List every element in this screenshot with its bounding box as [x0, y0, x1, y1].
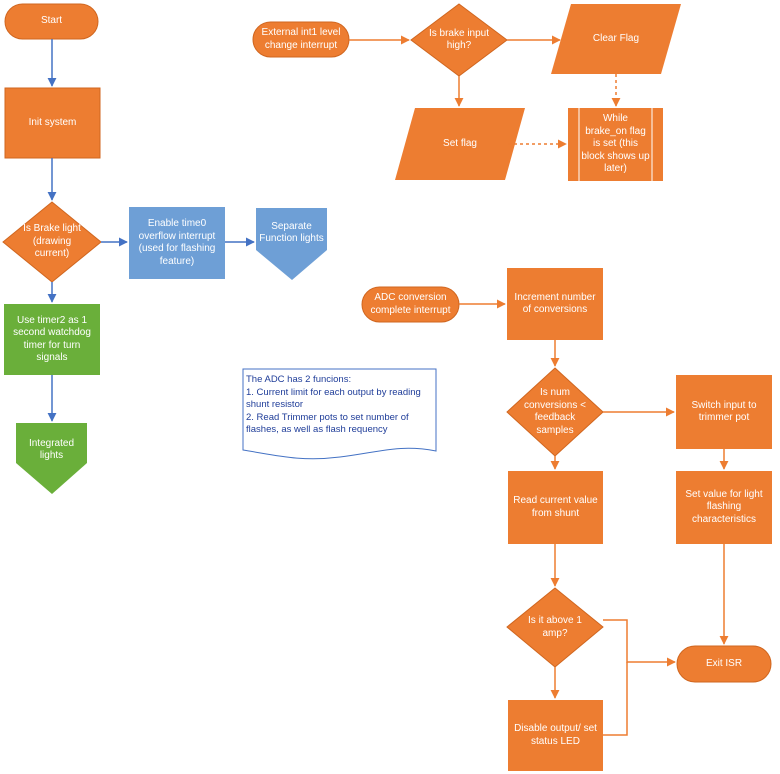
exit-isr-label: Exit ISR	[705, 657, 743, 669]
enable-time0-shape	[129, 207, 225, 279]
clear-flag-data-shape	[551, 4, 681, 74]
set-flag-data-shape	[395, 108, 525, 180]
arrow-disable-to-exit	[603, 662, 628, 736]
is-brake-input-high-label: Is brake input high?	[428, 27, 490, 52]
exit-isr-terminator-shape	[676, 645, 772, 683]
is-above-1-amp-label: Is it above 1 amp?	[528, 615, 582, 639]
set-value-shape	[676, 471, 772, 544]
while-brake-on-label: While brake_on flag is set (this block s…	[581, 113, 650, 175]
enable-time0-label: Enable time0 overflow interrupt (used fo…	[138, 218, 216, 267]
is-num-conversions-label: Is num conversions < feedback samples	[524, 387, 586, 436]
is-brake-light-label: Is Brake light (drawing current)	[23, 223, 81, 260]
disable-output-label: Disable output/ set status LED	[514, 723, 597, 747]
disable-output-shape	[508, 700, 603, 771]
set-flag-label: Set flag	[443, 137, 477, 149]
use-timer2-shape	[4, 304, 100, 375]
separate-function-lights-offpage-shape	[256, 208, 327, 280]
read-current-shape	[508, 471, 603, 544]
integrated-lights-offpage-shape	[16, 423, 87, 494]
use-timer2-label: Use timer2 as 1 second watchdog timer fo…	[13, 314, 91, 364]
read-current-label: Read current value from shunt	[513, 495, 598, 519]
increment-conversions-shape	[507, 268, 603, 340]
switch-input-label: Switch input to trimmer pot	[691, 399, 757, 424]
adc-conversion-label: ADC conversion complete interrupt	[370, 292, 451, 316]
adc-note-text: The ADC has 2 funcions: 1. Current limit…	[246, 374, 421, 435]
start-label: Start	[40, 15, 63, 27]
arrow-decision-to-exit	[603, 619, 676, 667]
adc-note-document-shape	[242, 368, 437, 460]
clear-flag-label: Clear Flag	[592, 32, 640, 44]
external-int1-label: External int1 level change interrupt	[261, 27, 341, 51]
switch-input-shape	[676, 375, 772, 449]
while-brake-on-process-shape	[568, 108, 663, 181]
increment-conversions-label: Increment number of conversions	[514, 291, 596, 316]
set-value-label: Set value for light flashing characteris…	[685, 488, 763, 525]
integrated-lights-label: Integrated lights	[28, 437, 75, 462]
init-system-shape	[4, 87, 101, 159]
separate-function-lights-label: Separate Function lights	[259, 220, 324, 245]
init-system-label: Init system	[28, 116, 77, 128]
